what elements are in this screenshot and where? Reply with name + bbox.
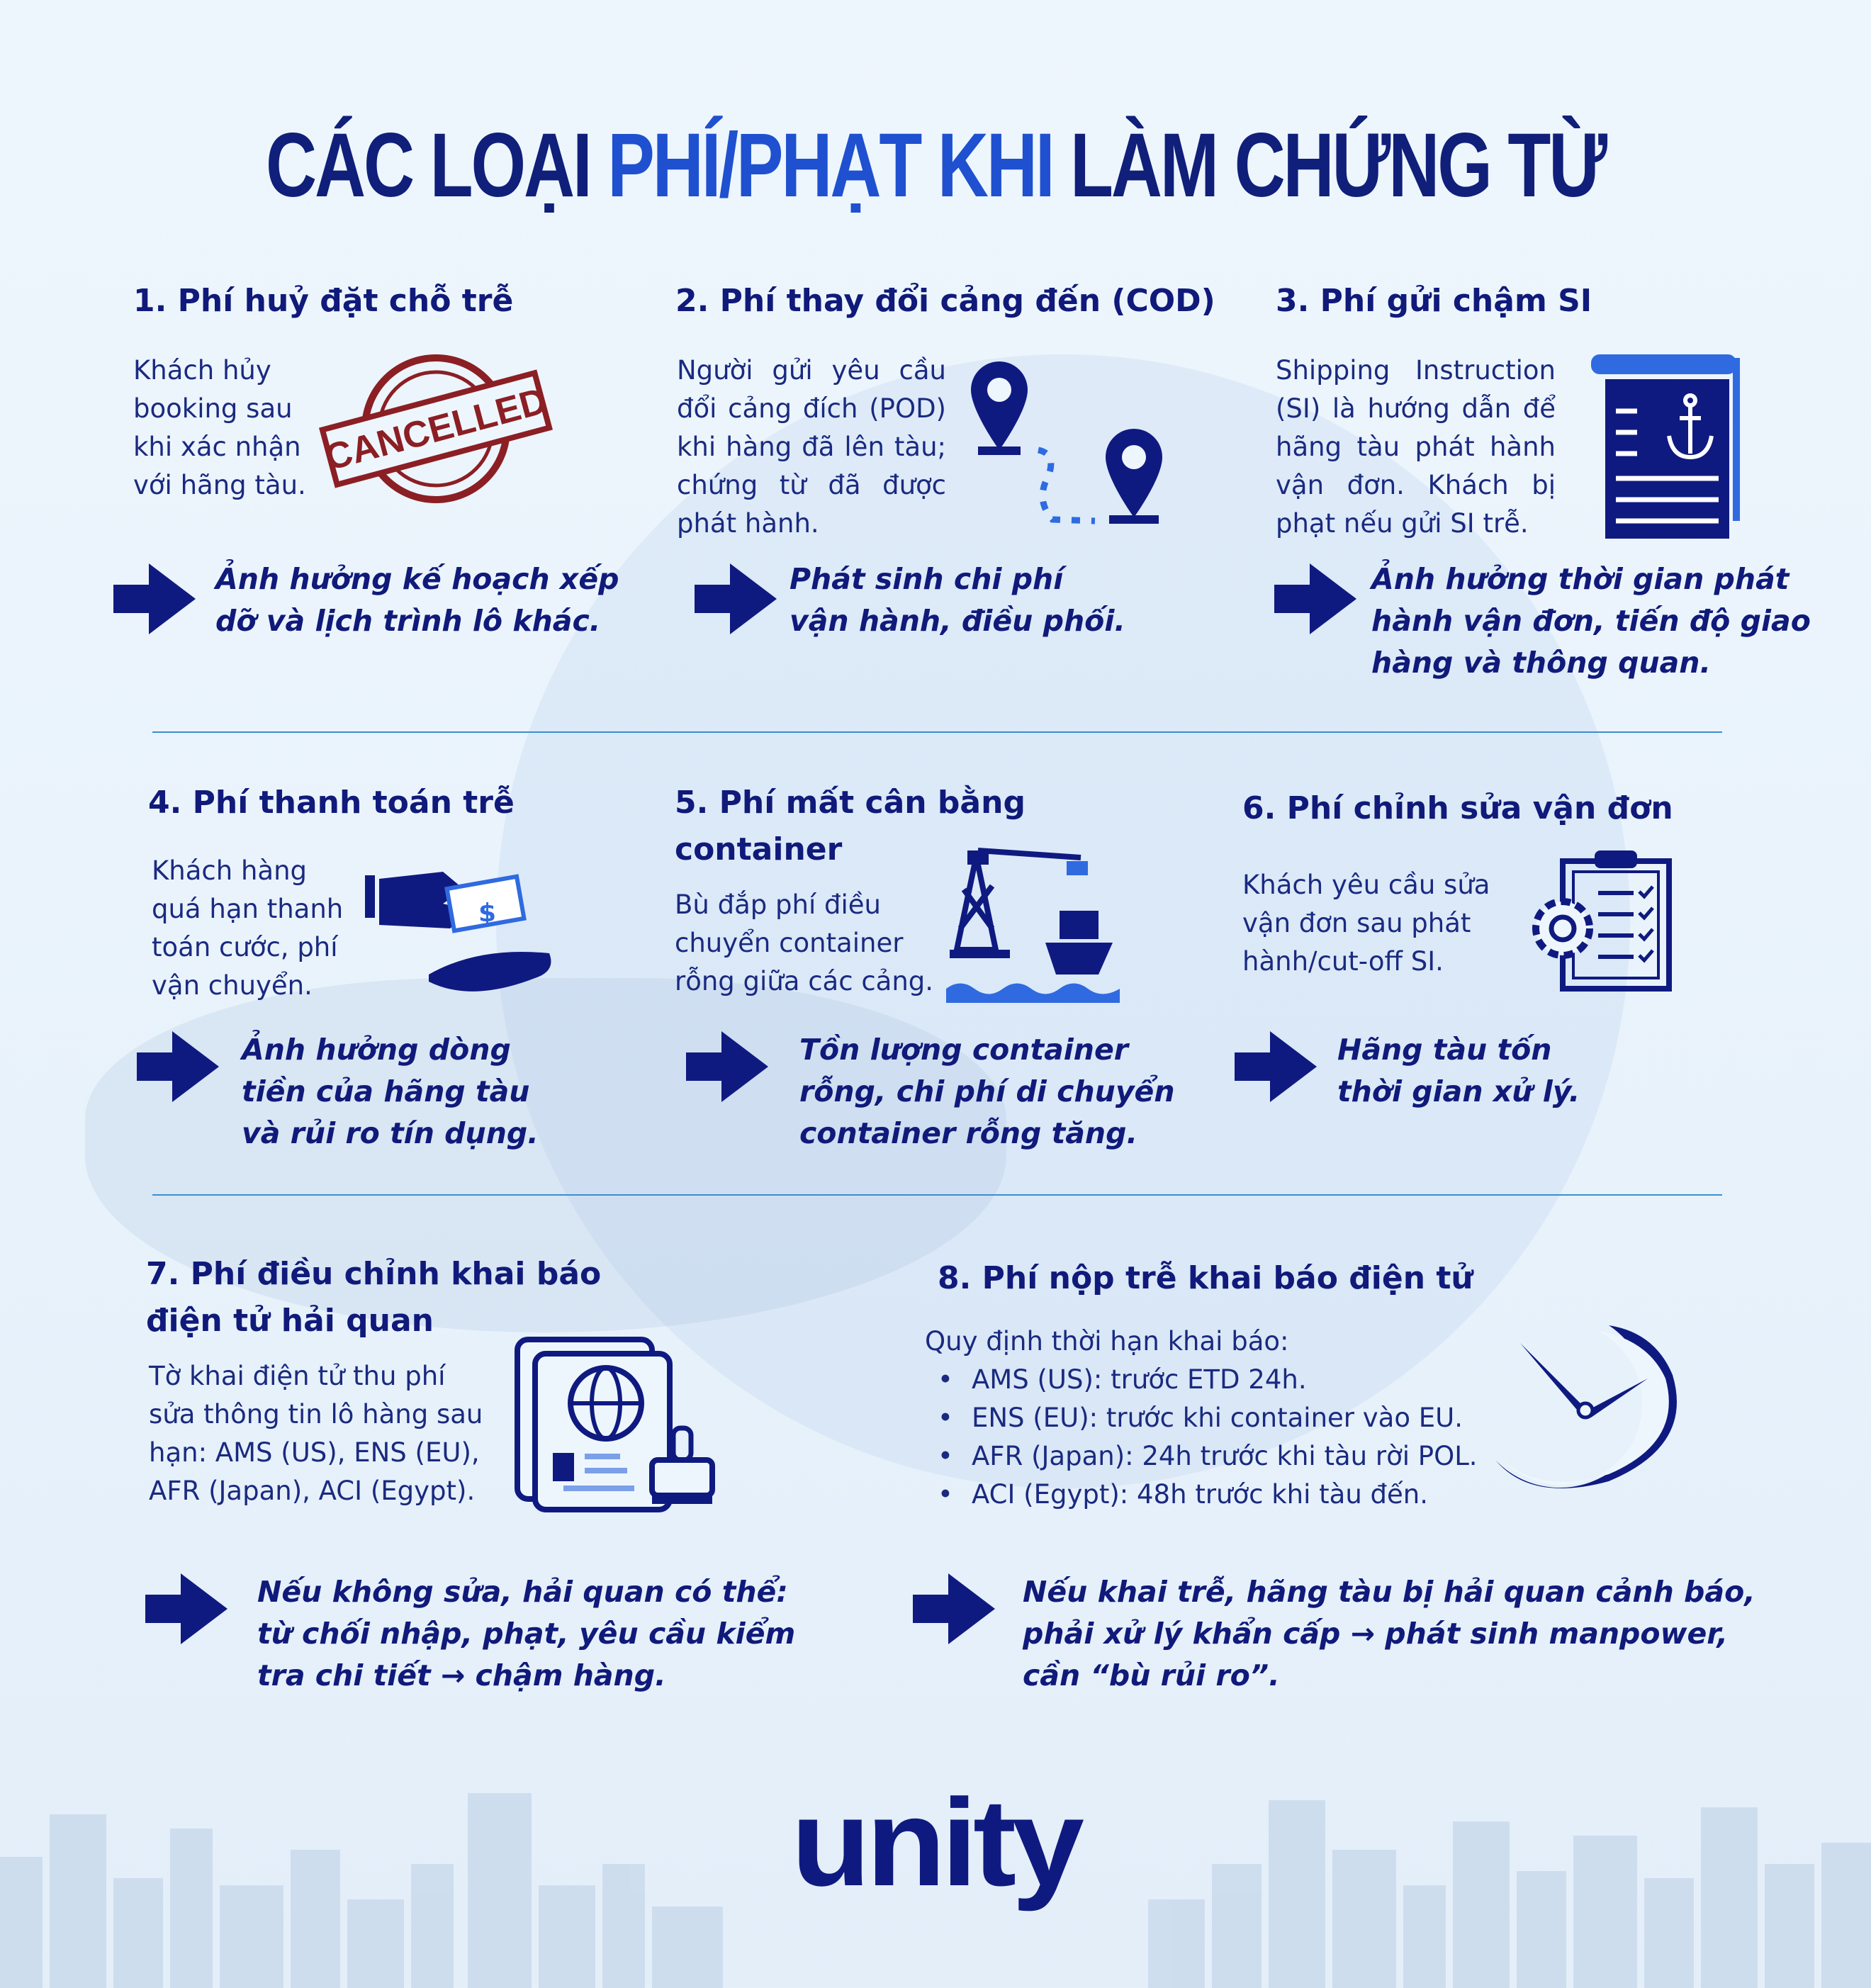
arrow-right-icon [686,1031,768,1102]
payment-hand-icon: $ [365,872,551,992]
list-item: ACI (Egypt): 48h trước khi tàu đến. [925,1476,1478,1514]
background-ship [85,978,1006,1332]
svg-text:$: $ [478,899,496,928]
section-8-impact: Nếu khai trễ, hãng tàu bị hải quan cảnh … [1023,1575,1755,1692]
city-skyline [0,1793,1871,1988]
divider [152,1194,1722,1196]
arrow-right-icon [113,563,196,634]
list-item: ENS (EU): trước khi container vào EU. [925,1399,1478,1437]
section-3-heading: 3. Phí gửi chậm SI [1276,283,1592,319]
port-crane-ship-icon [946,848,1120,1003]
list-item: AMS (US): trước ETD 24h. [925,1361,1478,1399]
clock-icon [1495,1325,1677,1488]
arrow-right-icon [137,1031,219,1102]
section-4-heading: 4. Phí thanh toán trễ [148,785,515,821]
section-2-heading: 2. Phí thay đổi cảng đến (COD) [675,283,1215,319]
arrow-right-icon [1274,563,1356,634]
section-8-body: Quy định thời hạn khai báo: AMS (US): tr… [925,1322,1478,1514]
arrow-right-icon [145,1573,227,1644]
unity-logo: unity [791,1774,1084,1912]
section-8-heading: 8. Phí nộp trễ khai báo điện tử [938,1260,1473,1296]
arrow-right-icon [913,1573,995,1644]
arrow-right-icon [1235,1031,1317,1102]
section-1-heading: 1. Phí huỷ đặt chỗ trễ [133,283,514,319]
list-item: AFR (Japan): 24h trước khi tàu rời POL. [925,1437,1478,1476]
section-6-heading: 6. Phí chỉnh sửa vận đơn [1242,790,1673,826]
passport-stamp-icon [515,1337,715,1512]
route-pins-icon [971,361,1162,524]
section-7-impact: Nếu không sửa, hải quan có thể:từ chối n… [257,1575,796,1692]
anchor-document-icon [1591,354,1740,539]
section-3-body: Shipping Instruction(SI) là hướng dẫn để… [1276,355,1556,539]
arrow-right-icon [695,563,777,634]
divider [152,731,1722,733]
cancelled-stamp-icon: CANCELLED [319,354,553,503]
clipboard-gear-icon [1532,850,1672,992]
page-title: CÁC LOẠI PHÍ/PHẠT KHI LÀM CHỨNG TỪ [266,115,1607,216]
